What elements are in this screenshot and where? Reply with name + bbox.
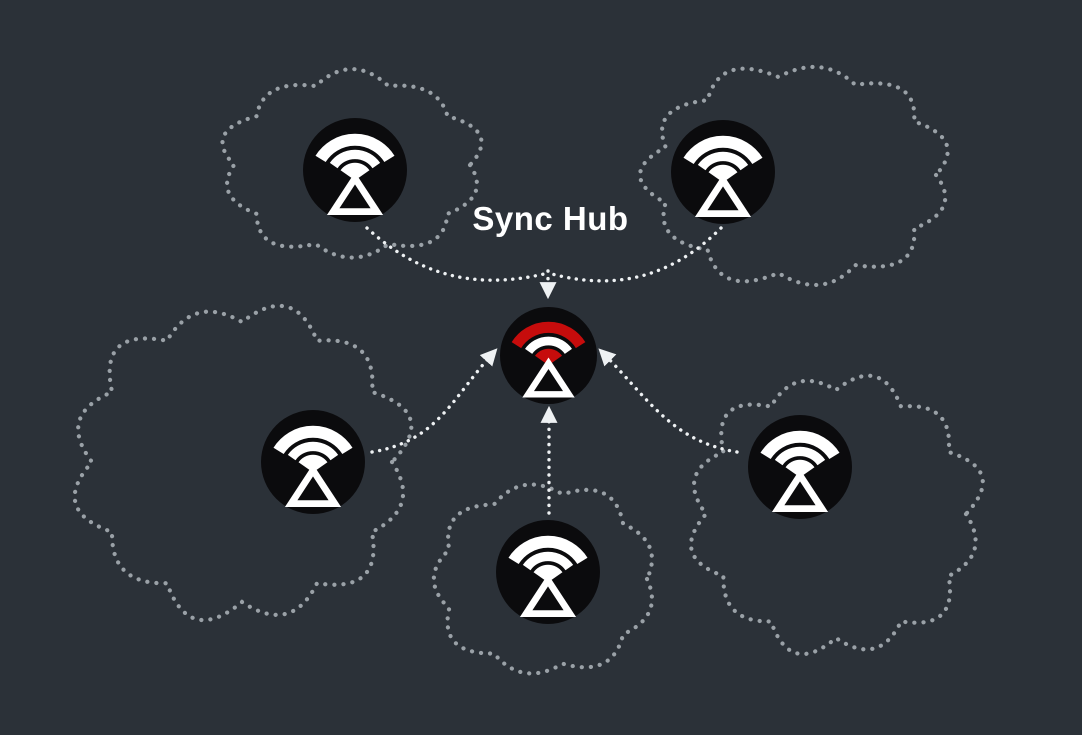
- hub-label: Sync Hub: [472, 200, 629, 237]
- node-mid-right: [748, 415, 852, 519]
- sync-node-icon: [261, 410, 365, 514]
- node-bottom: [496, 520, 600, 624]
- arrow-top-right-to-hub: [550, 226, 723, 283]
- arrow-mid-right-to-hub: [598, 348, 739, 454]
- connection-arrows: [365, 226, 739, 515]
- cloud-top-left: [220, 67, 484, 260]
- node-top-left: [303, 118, 407, 222]
- arrow-top-left-to-hub: [365, 226, 546, 282]
- sync-hub-icon: [500, 307, 597, 404]
- sync-node-icon: [303, 118, 407, 222]
- hub-node: [500, 307, 597, 404]
- cloud-mid-left: [72, 303, 414, 622]
- cloud-bottom: [431, 482, 654, 676]
- sync-node-icon: [671, 120, 775, 224]
- cloud-mid-right: [688, 373, 985, 656]
- sync-node-icon: [496, 520, 600, 624]
- node-top-right: [671, 120, 775, 224]
- arrow-mid-left-to-hub: [370, 348, 498, 454]
- sync-node-icon: [748, 415, 852, 519]
- node-mid-left: [261, 410, 365, 514]
